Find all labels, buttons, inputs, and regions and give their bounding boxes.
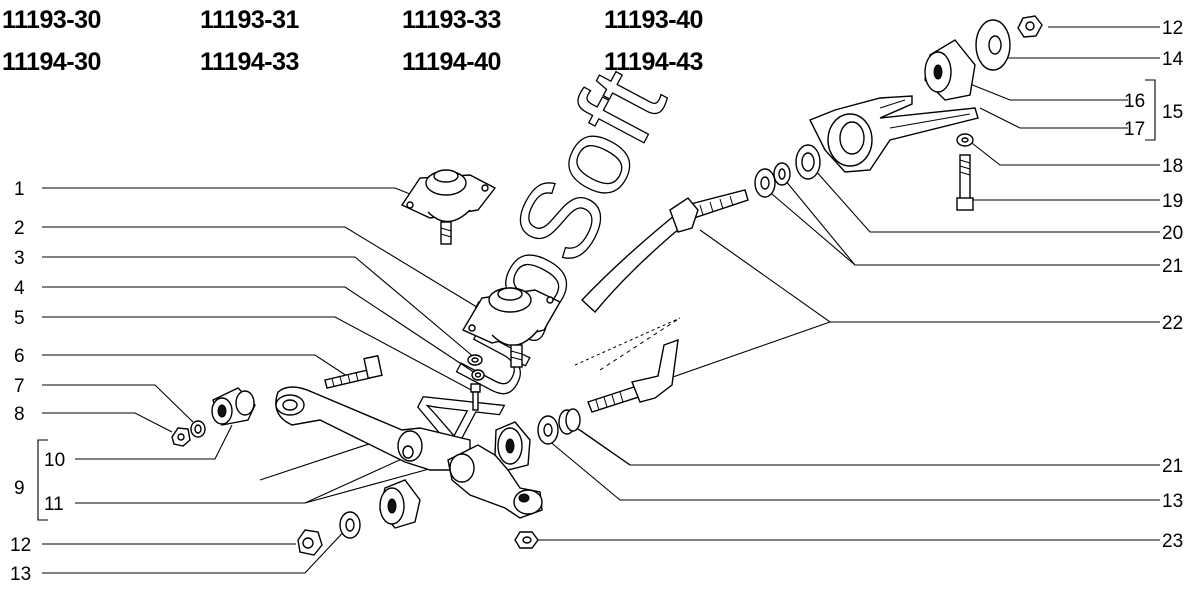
callout-4: 4 [14,278,25,299]
watermark: AutoSoft [383,51,690,481]
callout-14: 14 [1162,49,1184,70]
nut-and-washer [171,420,206,447]
model-number: 11193-33 [402,6,501,34]
callout-5: 5 [14,308,25,329]
callout-15: 15 [1162,102,1183,123]
mounting-bracket [809,95,979,173]
bolt-and-washer [956,133,974,211]
callout-2: 2 [14,218,25,239]
model-number: 11193-31 [200,6,299,34]
callout-8: 8 [14,404,25,425]
callout-22: 22 [1162,313,1183,334]
model-number: 11193-30 [2,6,101,34]
callout-20: 20 [1162,223,1183,244]
bushing [211,387,256,426]
callout-11: 11 [44,494,64,515]
callout-13-left: 13 [10,564,31,585]
callout-12-right: 12 [1162,18,1183,39]
callout-1: 1 [14,179,25,200]
callout-17: 17 [1124,119,1145,140]
callout-16: 16 [1124,91,1145,112]
rod-bushings-lower [537,408,581,445]
callout-18: 18 [1162,156,1183,177]
callout-21-lower: 21 [1162,456,1183,477]
callout-labels: 1 2 3 4 5 6 7 8 9 10 11 12 13 12 14 16 1… [10,18,1184,585]
nut [514,531,539,549]
upper-bushing-set [924,15,1043,101]
callout-10: 10 [44,450,65,471]
fastener-stack [467,354,485,411]
model-number: 11194-33 [200,48,299,76]
callout-21-upper: 21 [1162,256,1183,277]
callout-6: 6 [14,346,25,367]
model-number: 11194-43 [604,48,703,76]
ball-joint-upper [400,169,497,245]
model-number: 11193-40 [604,6,703,34]
callout-7: 7 [14,376,25,397]
callout-19: 19 [1162,191,1183,212]
lower-control-arm [275,386,543,519]
lower-bushing-set [297,479,421,556]
ball-joint-lower [461,287,561,368]
callout-3: 3 [14,248,25,269]
callout-13-right: 13 [1162,491,1183,512]
bolt [324,354,383,389]
callout-9: 9 [14,478,25,499]
callout-23: 23 [1162,531,1183,552]
rod-bushings-upper [754,144,821,198]
strut-rod [574,189,749,413]
model-number: 11194-40 [402,48,501,76]
callout-12-left: 12 [10,535,31,556]
model-number: 11194-30 [2,48,101,76]
